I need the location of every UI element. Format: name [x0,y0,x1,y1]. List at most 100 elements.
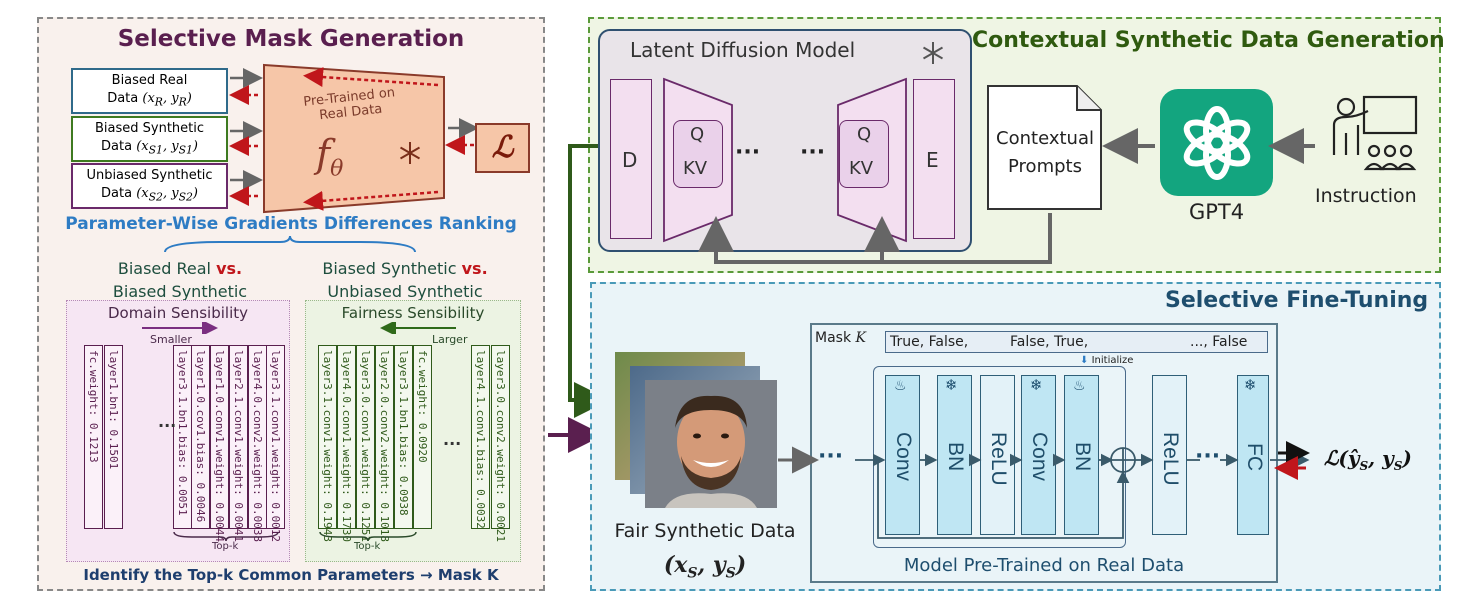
bn-label-1: BN [944,442,967,472]
parameter-entry: layer3.1.conv1.weight: 0.1943 [321,350,334,543]
domain-topk-brace [173,531,279,542]
mask-footer: Identify the Top-k Common Parameters → M… [83,566,499,584]
sft-dots-right: ··· [1195,444,1221,469]
parameter-entry: layer1.0.conv1.weight: 0.0044 [213,350,226,543]
loss-symbol: ℒ [491,130,514,165]
parameter-entry: layer2.0.conv2.weight: 0.1018 [378,350,391,543]
mask-generation-title: Selective Mask Generation [117,26,465,52]
ldm-snowflake-icon [922,42,944,64]
domain-order-arrow [142,322,218,334]
conv-layer-2 [1021,375,1056,535]
parameter-entry: layer3.0.conv2.weight: 0.0021 [494,350,507,543]
relu-label-2: ReLU [1159,432,1182,486]
parameter-column: layer1.bn1: 0.1501 [104,345,123,529]
parameter-column: layer3.1.conv1.weight: 0.1943 [318,345,337,542]
initialize-down-arrow-icon: ⬇ [1080,355,1089,366]
left-q-label: Q [690,124,705,145]
model-pretrained-caption: Model Pre-Trained on Real Data [903,555,1185,576]
fairness-topk-brace [319,531,417,542]
parameter-entry: layer4.0.conv2.weight: 0.0038 [251,350,264,543]
ranking-brace [164,236,416,253]
relu-label-1: ReLU [987,432,1010,486]
fairness-order: Larger [432,333,468,346]
ldm-title: Latent Diffusion Model [630,38,856,62]
sft-dots-left: ··· [818,444,844,469]
fc-layer [1237,375,1269,535]
biased-synthetic-data-box: Biased Synthetic Data (xS1, yS1) [71,116,228,162]
trainable-flame-icon: ♨ [894,378,907,394]
parameter-column: layer3.0.conv1.weight: 0.1251 [356,345,375,542]
compare-right: Biased Synthetic vs. Unbiased Synthetic [322,259,488,301]
parameter-column: layer3.1.bn1.bias: 0.0051 [173,345,192,529]
parameter-entry: layer3.0.conv1.weight: 0.1251 [359,350,372,543]
parameter-column: layer4.0.conv2.weight: 0.0038 [248,345,267,542]
parameter-entry: layer3.1.bn1.bias: 0.0938 [397,350,410,516]
contextual-prompts-document [987,85,1102,210]
left-kv-label: KV [683,158,708,179]
parameter-column: fc.weight: 0.0920 [413,345,432,529]
instruction-label: Instruction [1315,185,1417,207]
bn-label-2: BN [1071,442,1094,472]
parameter-entry: fc.weight: 0.1213 [87,350,100,463]
finetune-flow-arrows [778,441,1310,539]
unet-right-attention [839,120,889,188]
parameter-column: layer1.0.cov1.bias: 0.0046 [191,345,210,529]
decoder-label: D [622,148,638,172]
initialize-label: ⬇ Initialize [1080,355,1134,366]
parameter-column: layer4.1.conv1.bias: 0.0032 [471,345,490,529]
conv-label-2: Conv [1028,432,1051,482]
instructor-icon [1332,95,1418,171]
trainable-flame-icon: ♨ [1073,378,1086,394]
fc-label: FC [1243,443,1266,471]
parameter-entry: fc.weight: 0.0920 [416,350,429,463]
parameter-column: layer4.0.conv1.weight: 0.1730 [337,345,356,542]
parameter-column: layer2.0.conv2.weight: 0.1018 [375,345,394,542]
mask-value-2: False, True, [1010,334,1089,350]
mask-k-label: Mask K [815,330,866,346]
decoder-block [610,79,652,239]
fairness-topk: Top-k [354,541,381,552]
csdg-title: Contextual Synthetic Data Generation [972,28,1445,53]
parameter-entry: layer3.1.bn1.bias: 0.0051 [176,350,189,516]
parameter-entry: layer2.1.conv1.weight: 0.0041 [232,350,245,543]
finetune-loss: ℒ(ŷS, yS) [1324,446,1412,473]
parameter-column: fc.weight: 0.1213 [84,345,103,529]
fair-data-math: (xS, yS) [663,552,747,582]
parameter-entry: layer4.0.conv1.weight: 0.1730 [340,350,353,543]
compare-left: Biased Real vs. Biased Synthetic [112,259,248,301]
parameter-entry: layer4.1.conv1.bias: 0.0032 [474,350,487,529]
frozen-snowflake-icon: ❄ [1244,376,1257,394]
right-kv-label: KV [849,158,874,179]
mask-value-3: ..., False [1190,334,1248,350]
fair-data-caption: Fair Synthetic Data [614,520,796,542]
gpt4-label: GPT4 [1188,200,1245,224]
loss-box: ℒ [475,123,530,173]
csdg-arrows [548,128,1315,453]
fairness-title: Fairness Sensibility [341,304,485,322]
latent-diffusion-box [598,29,972,252]
unet-dots-left: ··· [735,140,761,165]
ranking-title: Parameter-Wise Gradients Differences Ran… [65,214,517,234]
frozen-snowflake-icon: ❄ [945,376,958,394]
unbiased-synthetic-data-box: Unbiased Synthetic Data (xS2, yS2) [71,163,228,209]
synthetic-face-front [645,380,777,508]
prompts-label: Contextual Prompts [996,128,1094,177]
unet-left-attention [673,120,723,188]
parameter-entry: layer1.bn1: 0.1501 [107,350,120,470]
sft-title: Selective Fine-Tuning [1165,288,1429,313]
fairness-ellipsis: ... [443,430,462,449]
parameter-column: layer3.0.conv2.weight: 0.0021 [491,345,510,542]
frozen-snowflake-icon [399,142,421,164]
biased-real-data-box: Biased Real Data (xR, yR) [71,68,228,114]
openai-knot-icon [1183,106,1251,180]
encoder-label: E [926,148,939,172]
pretrained-model-trapezoid [229,63,479,214]
parameter-column: layer2.1.conv1.weight: 0.0041 [229,345,248,542]
parameter-entry: layer1.0.cov1.bias: 0.0046 [194,350,207,523]
smiling-man-face-icon [665,395,757,508]
domain-topk: Top-k [212,541,239,552]
mask-value-1: True, False, [890,334,969,350]
relu-layer-2 [1152,375,1187,535]
parameter-entry: layer3.1.conv1.weight: 0.0012 [269,350,282,543]
domain-ellipsis: ... [158,412,177,431]
